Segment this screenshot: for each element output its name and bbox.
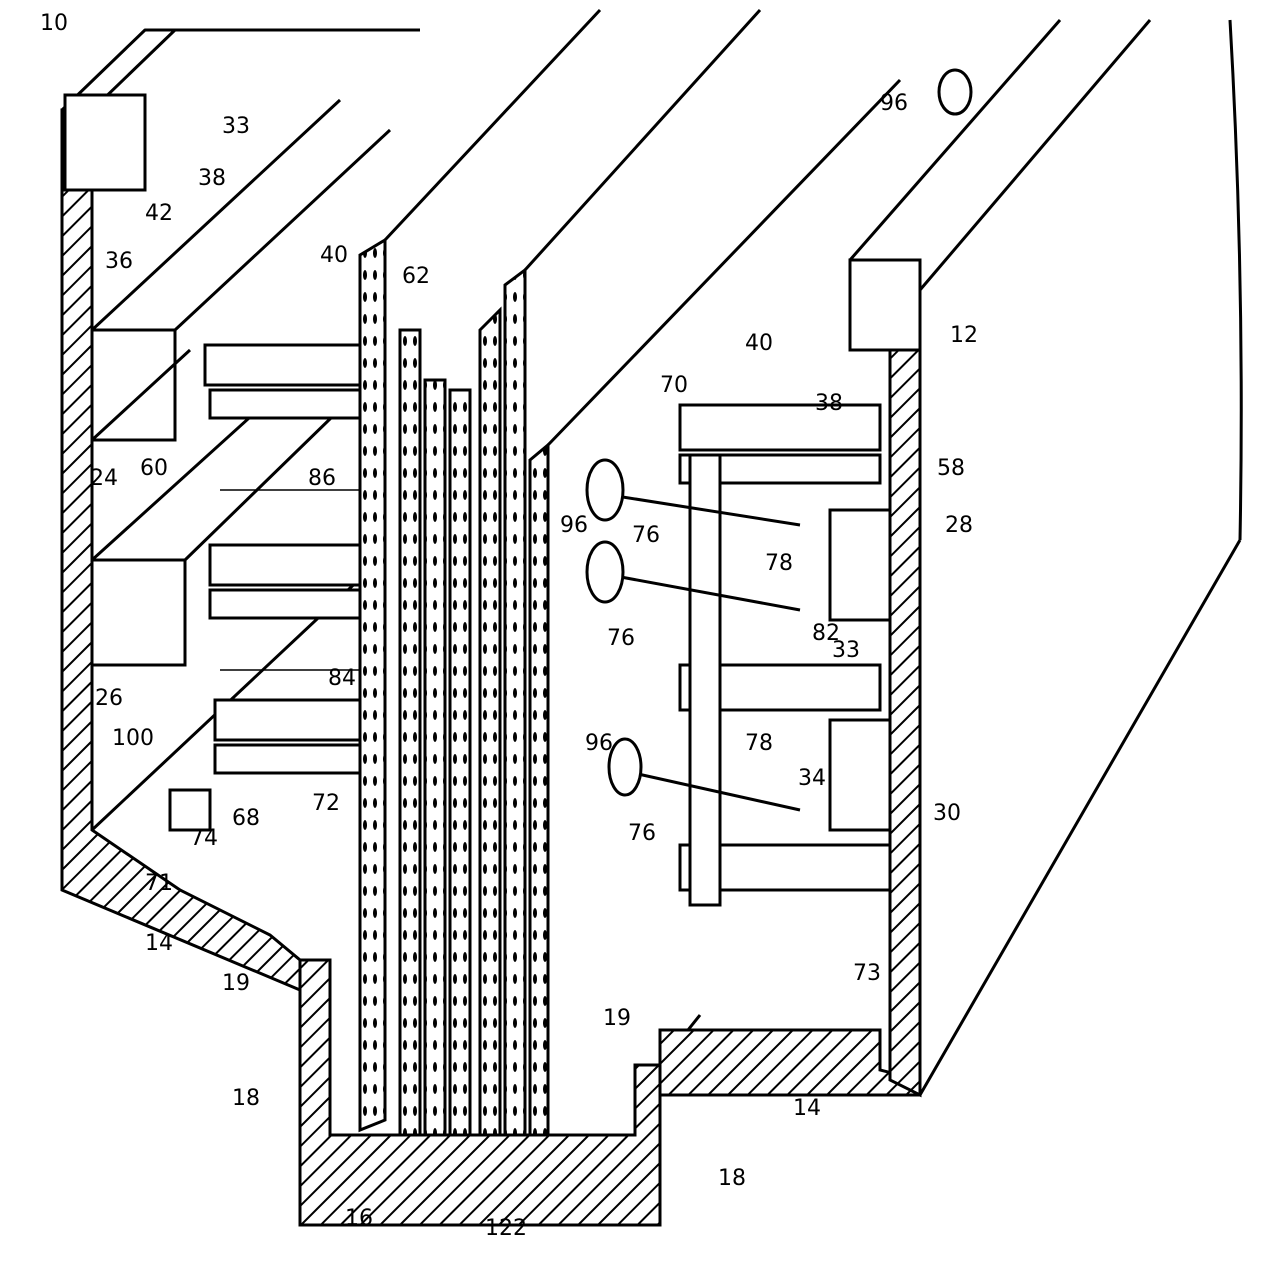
label-122: 122	[485, 1216, 527, 1241]
label-76-b: 76	[607, 626, 635, 651]
label-26: 26	[95, 686, 123, 711]
label-33: 33	[222, 114, 250, 139]
knob-icon	[609, 739, 641, 795]
plate-stack	[360, 10, 900, 1140]
label-84: 84	[328, 666, 356, 691]
label-58: 58	[937, 456, 965, 481]
label-38-right: 38	[815, 391, 843, 416]
label-28: 28	[945, 513, 973, 538]
label-60: 60	[140, 456, 168, 481]
label-100: 100	[112, 726, 154, 751]
label-70: 70	[660, 373, 688, 398]
label-10: 10	[40, 11, 68, 36]
bottom-channel	[300, 960, 920, 1225]
label-16: 16	[345, 1206, 373, 1231]
label-68: 68	[232, 806, 260, 831]
label-38: 38	[198, 166, 226, 191]
label-34: 34	[798, 766, 826, 791]
label-18-left: 18	[232, 1086, 260, 1111]
label-30: 30	[933, 801, 961, 826]
label-14-right: 14	[793, 1096, 821, 1121]
label-78-b: 78	[745, 731, 773, 756]
label-86: 86	[308, 466, 336, 491]
label-73: 73	[853, 961, 881, 986]
label-36: 36	[105, 249, 133, 274]
label-19-left: 19	[222, 971, 250, 996]
knob-icon	[587, 460, 623, 520]
label-76-a: 76	[632, 523, 660, 548]
label-96-top: 96	[880, 91, 908, 116]
label-12: 12	[950, 323, 978, 348]
label-96-a: 96	[560, 513, 588, 538]
label-76-c: 76	[628, 821, 656, 846]
label-40-left: 40	[320, 243, 348, 268]
label-33-right: 33	[832, 638, 860, 663]
label-62: 62	[402, 264, 430, 289]
label-72: 72	[312, 791, 340, 816]
label-40-right: 40	[745, 331, 773, 356]
left-rails	[92, 100, 390, 830]
knob-icon	[939, 70, 971, 114]
label-71: 71	[145, 871, 173, 896]
label-19-right: 19	[603, 1006, 631, 1031]
right-housing-wall	[850, 20, 1241, 1095]
label-14-left: 14	[145, 931, 173, 956]
label-96-b: 96	[585, 731, 613, 756]
label-24: 24	[90, 466, 118, 491]
label-18-right: 18	[718, 1166, 746, 1191]
label-74: 74	[190, 826, 218, 851]
knob-icon	[587, 542, 623, 602]
label-78-a: 78	[765, 551, 793, 576]
label-42: 42	[145, 201, 173, 226]
